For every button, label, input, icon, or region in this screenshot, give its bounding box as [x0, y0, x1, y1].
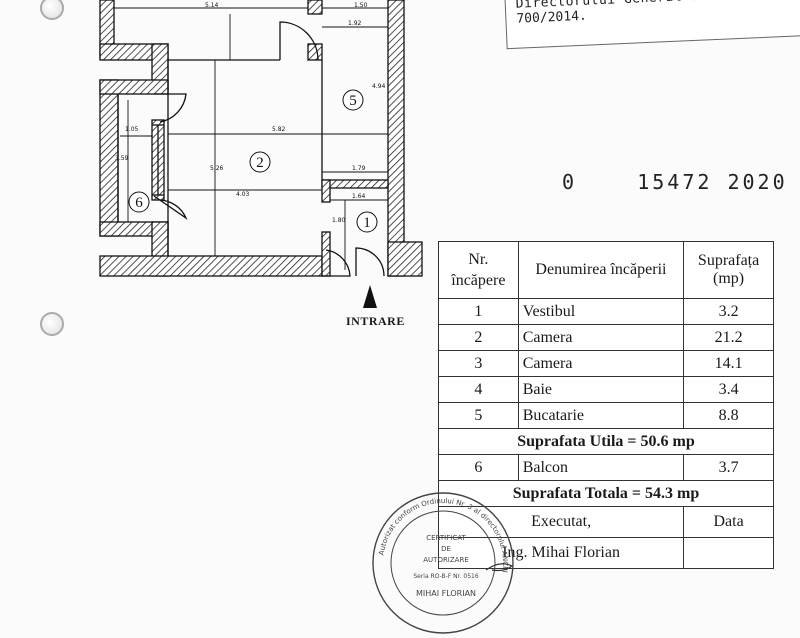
- table-header-row: Nr. încăpere Denumirea încăperii Suprafa…: [438, 241, 774, 299]
- room-number: 5: [349, 93, 357, 109]
- cell-nr: 5: [438, 402, 519, 429]
- cell-nr: 4: [438, 376, 519, 403]
- punch-hole-bottom: [40, 312, 64, 336]
- dim-label: 4.03: [236, 191, 250, 198]
- door-swings: [153, 21, 385, 277]
- seal-line-3: AUTORIZARE: [423, 556, 469, 564]
- punch-hole-top: [40, 0, 64, 20]
- cell-area: 3.4: [683, 376, 774, 403]
- seal-series: Seria RO-B-F Nr. 0516: [413, 573, 479, 580]
- table-row: 3 Camera 14.1: [438, 350, 774, 377]
- dim-label: 4.94: [372, 83, 386, 90]
- cell-name: Baie: [517, 376, 685, 403]
- dimension-labels: 5.14 1.50 1.92 4.94 1.05 5.82 3.59 5.26 …: [115, 2, 386, 224]
- room-number: 6: [135, 195, 143, 211]
- cell-nr: 2: [438, 324, 519, 351]
- cell-nr: 3: [438, 350, 519, 377]
- useful-area-row: Suprafata Utila = 50.6 mp: [438, 428, 774, 455]
- entrance-label: INTRARE: [346, 314, 405, 328]
- cell-name: Balcon: [517, 454, 685, 481]
- seal-line-2: DE: [441, 545, 451, 553]
- seal-name: MIHAI FLORIAN: [416, 589, 476, 598]
- header-nr: Nr. încăpere: [438, 241, 519, 299]
- cell-name: Vestibul: [517, 298, 685, 325]
- dim-label: 1.92: [348, 20, 362, 27]
- executor-row: Ing. Mihai Florian: [437, 537, 774, 569]
- dim-label: 3.59: [115, 155, 129, 162]
- cell-name: Bucatarie: [517, 402, 685, 429]
- room-numbers: 1 2 5 6: [135, 93, 371, 231]
- executor-name: Ing. Mihai Florian: [437, 537, 685, 569]
- cell-area: 8.8: [683, 402, 774, 429]
- cell-nr: 6: [438, 454, 519, 481]
- signature-icon: [485, 563, 514, 572]
- authorization-seal: Autorizat conform Ordinului Nr. 3 al dir…: [372, 492, 514, 634]
- table-row: 5 Bucatarie 8.8: [438, 402, 774, 429]
- dim-label: 5.26: [210, 165, 224, 172]
- cell-area: 3.2: [683, 298, 774, 325]
- cell-nr: 1: [438, 298, 519, 325]
- total-area: Suprafata Totala = 54.3 mp: [438, 480, 774, 507]
- rooms-table: Nr. încăpere Denumirea încăperii Suprafa…: [437, 241, 774, 569]
- total-area-row: Suprafata Totala = 54.3 mp: [438, 480, 774, 507]
- dim-label: 5.14: [205, 2, 219, 9]
- useful-area-total: Suprafata Utila = 50.6 mp: [438, 428, 774, 455]
- cell-area: 21.2: [683, 324, 774, 351]
- room-number: 1: [363, 215, 371, 231]
- cell-area: 14.1: [683, 350, 774, 377]
- dim-label: 1.05: [125, 126, 139, 133]
- dim-label: 1.64: [352, 193, 366, 200]
- dimension-lines: [114, 7, 389, 270]
- cell-name: Camera: [517, 350, 685, 377]
- cell-name: Camera: [517, 324, 685, 351]
- dim-label: 1.80: [332, 217, 346, 224]
- cell-area: 3.7: [683, 454, 774, 481]
- date-label: Data: [683, 506, 774, 538]
- walls: [99, 0, 423, 277]
- room-number: 2: [256, 155, 264, 171]
- table-row: 6 Balcon 3.7: [438, 454, 774, 481]
- dim-label: 5.82: [272, 126, 286, 133]
- room-circles: [128, 89, 378, 233]
- table-row: 4 Baie 3.4: [438, 376, 774, 403]
- table-row: 2 Camera 21.2: [438, 324, 774, 351]
- table-row: 1 Vestibul 3.2: [438, 298, 774, 325]
- registration-number: 0 15472 2020: [562, 170, 788, 194]
- header-area: Suprafața (mp): [683, 241, 774, 299]
- document-page: ... Directorului General al ANCPI nr. 70…: [40, 0, 800, 634]
- dim-label: 1.79: [352, 165, 366, 172]
- header-name: Denumirea încăperii: [517, 241, 685, 299]
- dim-label: 1.50: [354, 2, 368, 9]
- entrance-arrow-icon: [363, 285, 377, 308]
- seal-line-1: CERTIFICAT: [426, 534, 466, 542]
- date-empty: [683, 537, 774, 569]
- floor-plan: 5.14 1.50 1.92 4.94 1.05 5.82 3.59 5.26 …: [99, 0, 423, 308]
